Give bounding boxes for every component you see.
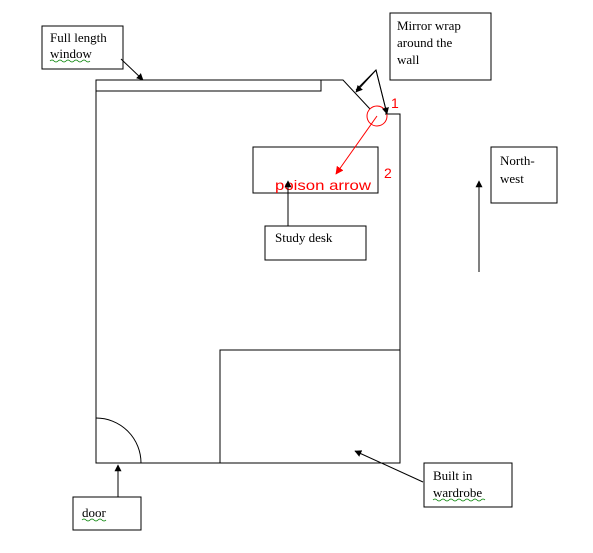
window-spellcheck-squiggle — [49, 59, 91, 63]
desk-callout-box — [264, 225, 367, 261]
marker-1-label: 1 — [391, 95, 399, 111]
window-callout-line1: Full length — [50, 30, 107, 45]
window-callout-line2: window — [50, 46, 93, 61]
door-spellcheck-squiggle — [81, 518, 107, 522]
window-callout-arrow — [120, 58, 144, 81]
door-callout-text: door — [82, 505, 107, 520]
mirror-callout-box — [389, 12, 492, 81]
wardrobe-callout-arrow — [354, 450, 424, 483]
wardrobe-callout-line2: wardrobe — [433, 485, 482, 500]
door-callout-box — [72, 496, 142, 531]
mirror-callout-arrow — [355, 69, 377, 93]
mirror-callout-line3: wall — [397, 52, 420, 67]
desk-callout-text: Study desk — [275, 230, 333, 245]
room-top-wall — [96, 79, 371, 110]
wardrobe-callout-line1: Built in — [433, 468, 473, 483]
wardrobe-outline — [219, 349, 400, 463]
mirror-callout-line2: around the — [397, 35, 452, 50]
window-strip — [95, 79, 322, 92]
mirror-callout-line1: Mirror wrap — [397, 18, 461, 33]
wardrobe-spellcheck-squiggle — [432, 498, 486, 502]
north-callout-line1: North- — [500, 153, 535, 168]
north-callout-box — [490, 146, 558, 204]
study-desk-shape — [252, 146, 379, 194]
mirror-marker-circle — [366, 105, 388, 127]
marker-2-label: 2 — [384, 165, 392, 181]
poison-arrow-line — [335, 115, 378, 175]
room-outline — [95, 79, 401, 464]
poison-arrow-label: poison arrow — [275, 177, 372, 193]
window-callout-box — [41, 25, 124, 70]
mirror-callout-arrow-2 — [375, 69, 389, 115]
door-swing-arc — [95, 417, 142, 464]
north-callout-line2: west — [500, 171, 524, 186]
